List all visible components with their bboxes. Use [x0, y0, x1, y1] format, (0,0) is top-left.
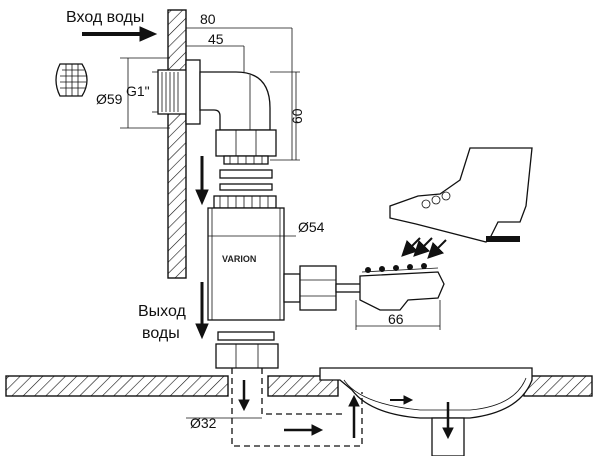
- brand-logo: VARION: [222, 254, 256, 264]
- dim-lines-top: [186, 27, 300, 161]
- basin: [319, 367, 533, 456]
- countertop-middle: [267, 375, 339, 397]
- flow-arrow-down-upper: [195, 156, 209, 206]
- valve-body: [207, 195, 285, 321]
- shoe-foot: [389, 147, 533, 243]
- dim-66-line: [355, 300, 441, 330]
- countertop-left: [5, 375, 229, 397]
- flow-arrow-down-lower: [195, 282, 209, 340]
- press-arrows: [401, 237, 447, 259]
- dim-d32: Ø32: [190, 415, 217, 431]
- dim-d59: Ø59: [96, 91, 123, 107]
- lower-nut: [215, 343, 279, 369]
- gasket-upper: [219, 169, 273, 179]
- hose-dashed-path: [231, 368, 363, 447]
- dim-66: 66: [388, 311, 404, 327]
- gasket-lower: [219, 183, 273, 191]
- countertop-right: [523, 375, 593, 397]
- dim-g1: G1": [126, 83, 150, 99]
- flow-arrows-lower: [238, 380, 454, 440]
- upper-nut: [215, 129, 277, 165]
- dim-d54: Ø54: [298, 219, 325, 235]
- elbow-pipe: [199, 71, 271, 131]
- wall-fitting: [157, 59, 201, 125]
- dim-80: 80: [200, 11, 216, 27]
- water-inlet-arrow: [82, 26, 158, 42]
- foot-pedal: [359, 263, 445, 311]
- water-out-label-line1: Выход: [138, 303, 187, 320]
- dim-45: 45: [208, 31, 224, 47]
- wall-section: [167, 9, 187, 279]
- water-in-label: Вход воды: [66, 9, 144, 26]
- side-connector: [283, 265, 365, 311]
- gasket-bottom: [217, 331, 275, 341]
- water-out-label-line2: воды: [142, 325, 180, 342]
- dim-60: 60: [289, 108, 305, 124]
- strainer-filter: [55, 63, 88, 97]
